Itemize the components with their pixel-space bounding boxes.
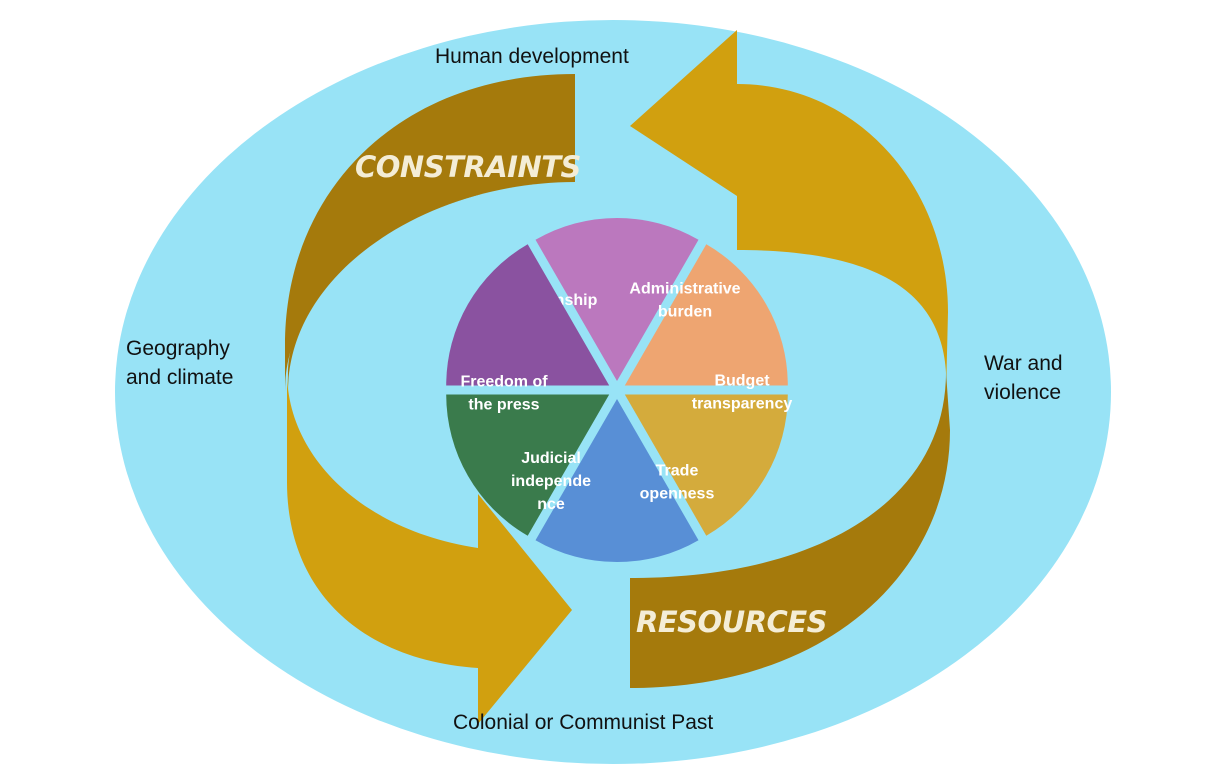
governance-pie: E-citizenshipAdministrativeburdenBudgett… [446, 217, 793, 563]
factor-geography-line1: Geography [126, 337, 230, 360]
pie-label-line: the press [468, 397, 539, 414]
factor-human-development: Human development [435, 45, 629, 68]
factor-war-line1: War and [984, 352, 1063, 375]
pie-label-judicial-independence: Judicial independe nce [511, 450, 591, 513]
factor-colonial-past: Colonial or Communist Past [453, 711, 713, 734]
constraints-arrow-front-band [287, 372, 572, 724]
resources-arrow-front-band [630, 30, 948, 395]
resources-arrow-band [630, 372, 950, 688]
pie-segment-freedom-of-the-press [446, 244, 610, 386]
pie-label-freedom-of-the-press: Freedom of the press [460, 374, 548, 414]
pie-label-line: burden [658, 304, 712, 321]
pie-label-line: Trade [656, 463, 699, 480]
pie-segment-judicial-independence [446, 394, 610, 536]
pie-segment-budget-transparency [624, 394, 788, 536]
pie-label-trade-openness: Trade openness [640, 463, 715, 503]
pie-label-line: Administrative [629, 281, 740, 298]
constraints-label: CONSTRAINTS [355, 150, 581, 184]
pie-label-administrative-burden: Administrative burden [629, 281, 740, 321]
pie-label-budget-transparency: Budget transparency [692, 373, 793, 413]
pie-label-line: Judicial [521, 450, 581, 467]
pie-segment-trade-openness [535, 399, 699, 563]
pie-label-line: Budget [714, 373, 770, 390]
outer-context-ellipse [115, 20, 1111, 764]
pie-label-line: transparency [692, 396, 793, 413]
factor-war-line2: violence [984, 381, 1061, 404]
factor-geography-line2: and climate [126, 366, 233, 389]
pie-label-line: openness [640, 486, 715, 503]
resources-label: RESOURCES [636, 605, 827, 639]
pie-segment-e-citizenship [535, 217, 699, 381]
pie-label-line: independe [511, 473, 591, 490]
pie-segment-administrative-burden [624, 244, 788, 386]
constraints-arrow-band [285, 74, 575, 392]
pie-label-line: nce [537, 496, 565, 513]
pie-label-line: Freedom of [460, 374, 548, 391]
